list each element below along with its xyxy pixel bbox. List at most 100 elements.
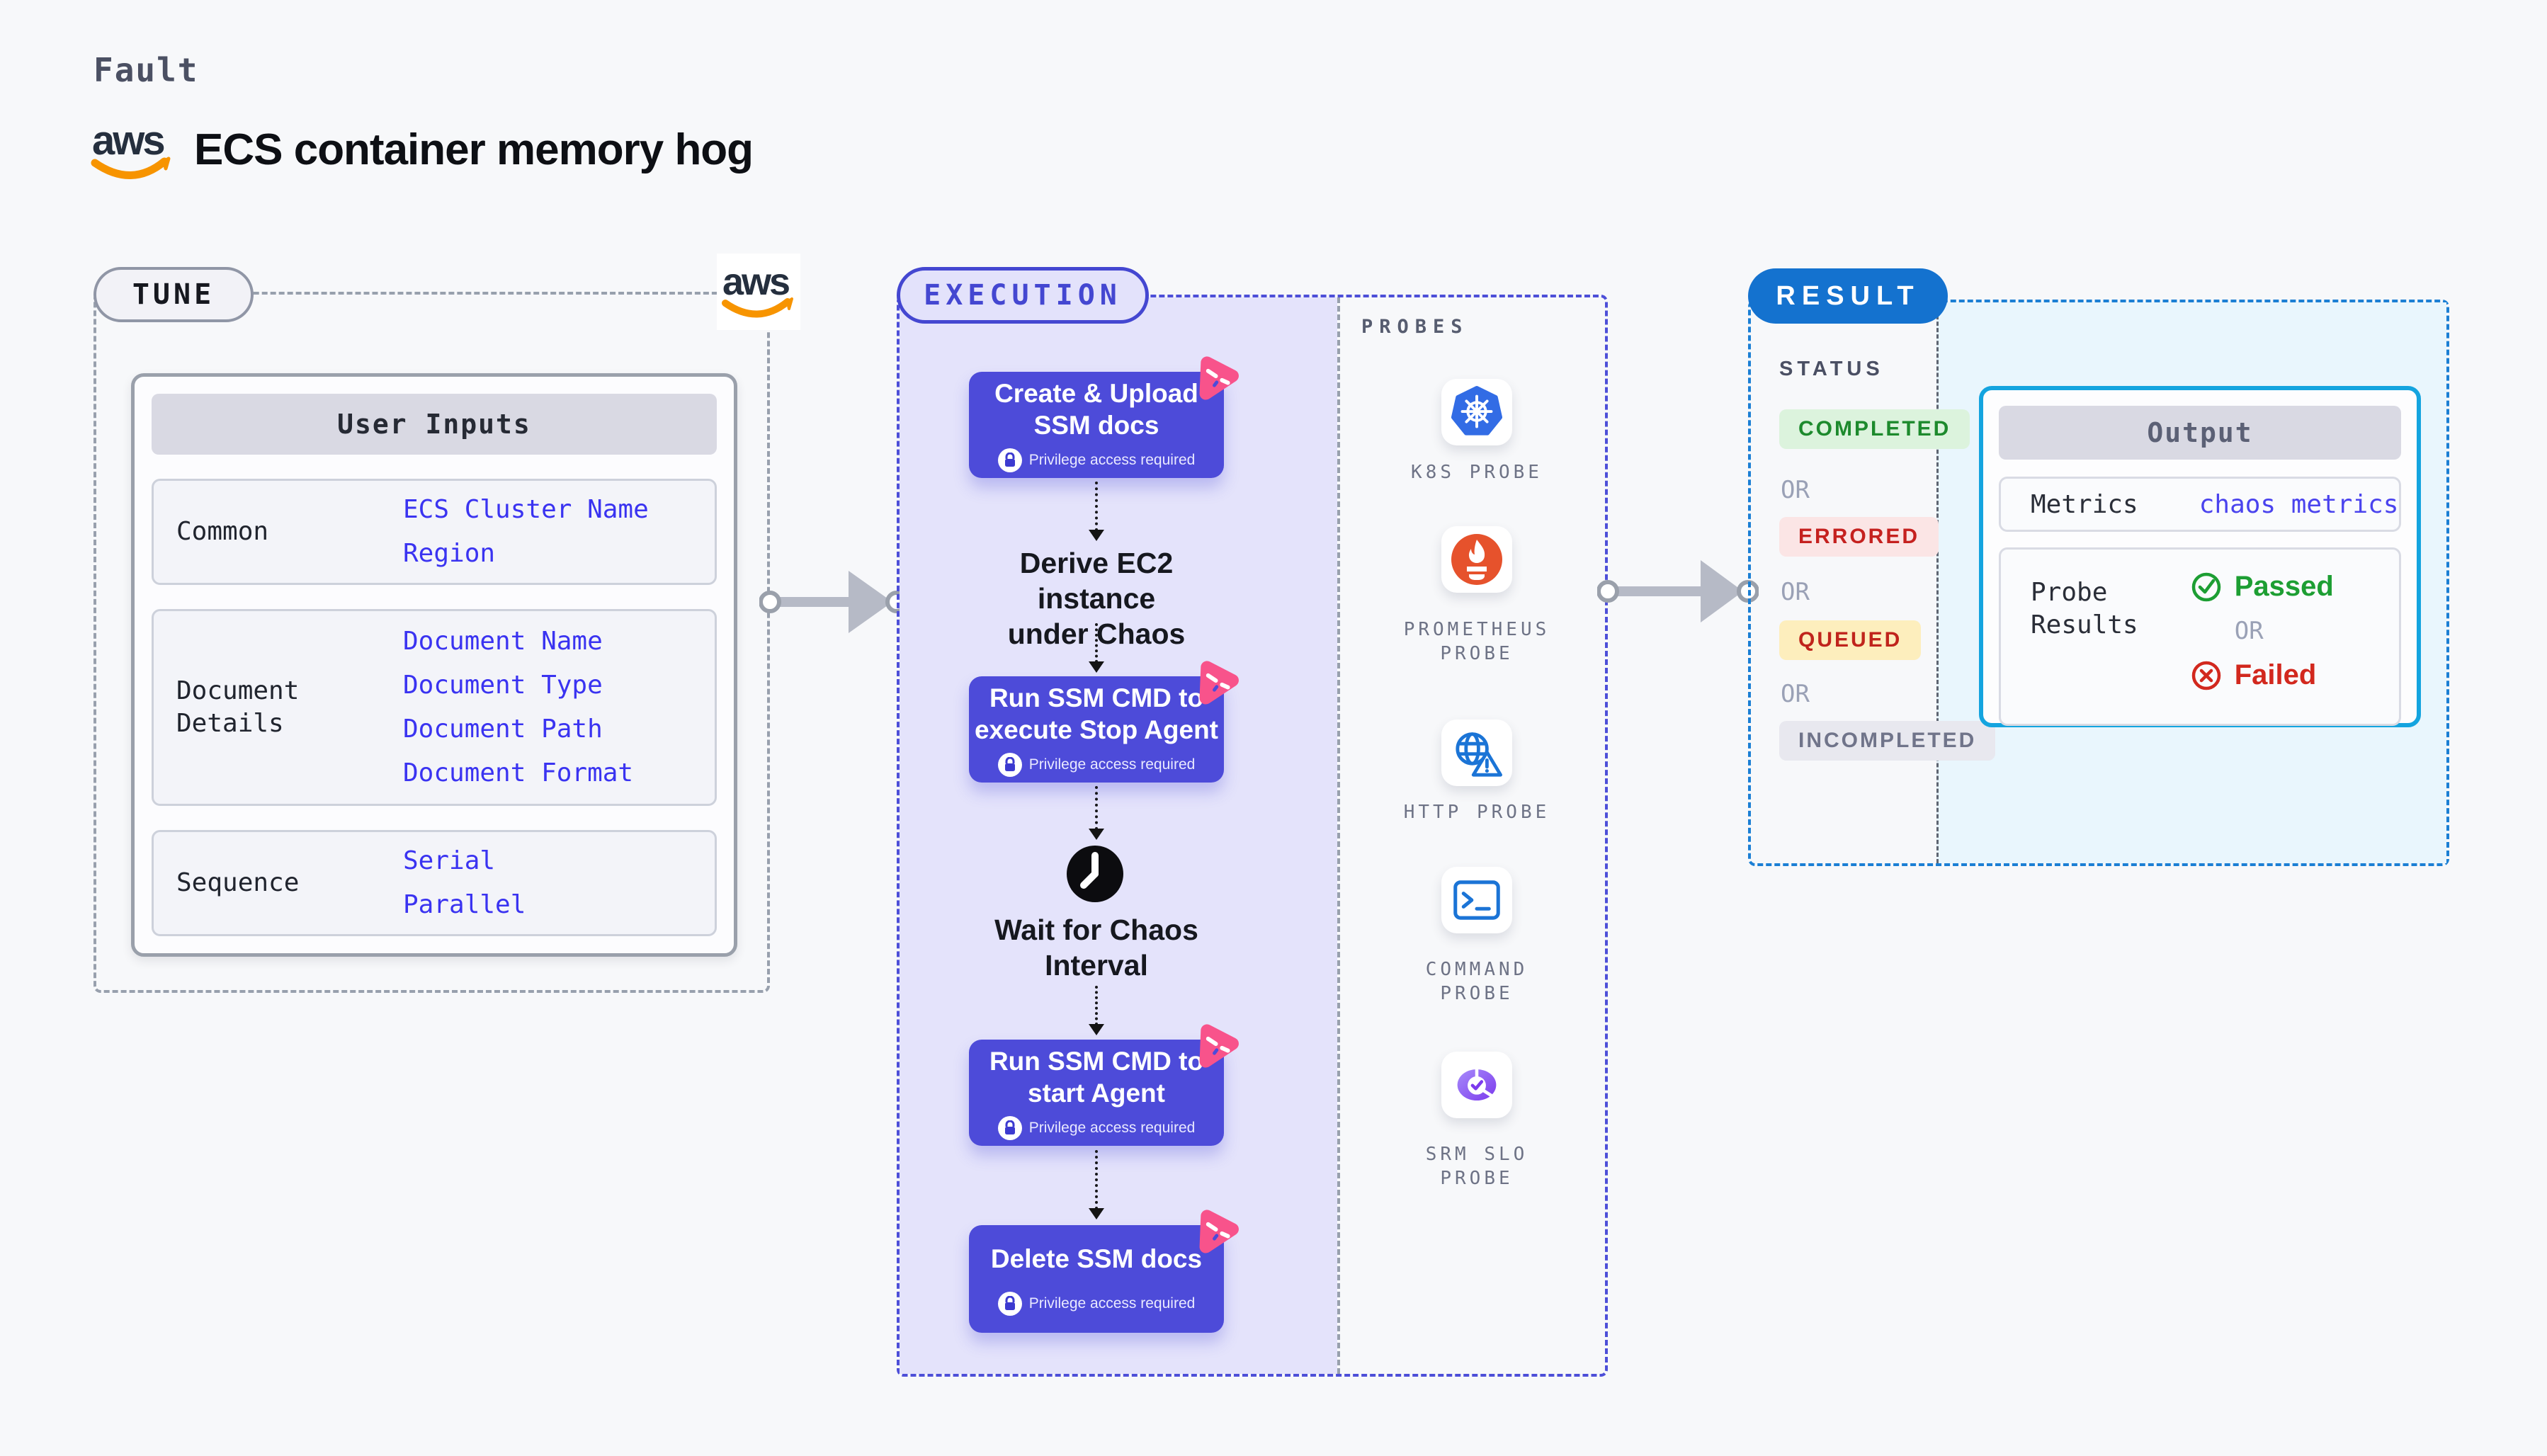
privilege-note-text: Privilege access required [1028, 1295, 1196, 1312]
step-title: Create & Upload SSM docs [994, 379, 1198, 440]
status-badge-completed: COMPLETED [1779, 409, 1970, 449]
privilege-note-text: Privilege access required [1028, 1120, 1196, 1136]
arrow-down-icon [1089, 829, 1104, 840]
or-label: OR [2234, 617, 2264, 645]
passed-result: Passed [2191, 571, 2334, 603]
step-title: Delete SSM docs [990, 1244, 1203, 1273]
step-title: Run SSM CMD to execute Stop Agent [974, 683, 1219, 744]
gauge-check-icon [1457, 1069, 1497, 1101]
or-label: OR [1781, 578, 1810, 606]
failed-result: Failed [2191, 659, 2334, 691]
input-link[interactable]: Parallel [403, 890, 526, 919]
metrics-value-link[interactable]: chaos metrics [2199, 489, 2399, 519]
input-link[interactable]: Document Name [403, 627, 603, 656]
flow-connector [1095, 623, 1098, 663]
step-run-ssm-cmd-stop-agent: Run SSM CMD to execute Stop Agent Privil… [969, 661, 1239, 783]
status-badge-queued: QUEUED [1779, 620, 1922, 660]
input-link[interactable]: Document Format [403, 758, 634, 787]
execution-badge: EXECUTION [897, 267, 1149, 324]
arrow-down-icon [1089, 530, 1104, 541]
srm-slo-probe-card [1441, 1052, 1512, 1118]
probes-divider [1337, 297, 1340, 1374]
litmus-chaos-icon [1199, 1210, 1239, 1253]
tune-badge: TUNE [93, 267, 254, 322]
or-label: OR [1781, 680, 1810, 708]
clock-icon [1067, 846, 1123, 902]
metrics-label: Metrics [2031, 489, 2138, 519]
step-create-upload-ssm-docs: Create & Upload SSM docs Privilege acces… [969, 356, 1239, 478]
status-badge-errored: ERRORED [1779, 517, 1939, 557]
arrow-down-icon [1089, 1208, 1104, 1219]
probe-label: K8S PROBE [1411, 462, 1543, 483]
x-circle-icon [2191, 661, 2220, 690]
probe-results-label: Probe Results [2031, 578, 2138, 639]
flow-connector [1095, 786, 1098, 830]
user-inputs-group-sequence: Sequence Serial Parallel [152, 830, 717, 936]
execution-to-result-arrow [1597, 560, 1759, 622]
tune-badge-label: TUNE [132, 278, 215, 311]
check-circle-icon [2191, 572, 2220, 601]
prometheus-icon [1451, 534, 1502, 585]
result-divider [1936, 302, 1939, 863]
lock-icon [997, 1116, 1022, 1140]
probe-label: COMMAND PROBE [1425, 959, 1528, 1004]
privilege-note: Privilege access required [997, 1291, 1196, 1316]
probes-title: PROBES [1361, 316, 1469, 338]
flow-connector [1095, 986, 1098, 1025]
aws-corner-logo: aws [722, 261, 793, 318]
group-label: Sequence [176, 868, 300, 897]
kubernetes-icon [1451, 385, 1503, 436]
output-card: Output Metrics chaos metrics Probe Resul… [1979, 386, 2421, 727]
flow-connector [1095, 482, 1098, 531]
probe-label: HTTP PROBE [1403, 802, 1550, 823]
globe-warning-icon [1456, 732, 1502, 777]
status-badge-incompleted: INCOMPLETED [1779, 721, 1996, 761]
privilege-note: Privilege access required [997, 753, 1196, 777]
terminal-icon [1453, 880, 1500, 920]
input-link[interactable]: Document Type [403, 671, 603, 700]
lock-icon [997, 1291, 1022, 1316]
step-title: Run SSM CMD to start Agent [989, 1047, 1204, 1108]
failed-label: Failed [2234, 659, 2317, 690]
status-title: STATUS [1779, 358, 1884, 380]
input-link[interactable]: Region [403, 539, 496, 568]
output-header: Output [1999, 406, 2401, 460]
user-inputs-group-document-details: Document Details Document Name Document … [152, 609, 717, 806]
page-title: ECS container memory hog [194, 125, 754, 174]
or-label: OR [1781, 476, 1810, 504]
wait-chaos-interval-label: Wait for Chaos Interval [994, 914, 1198, 982]
arrow-down-icon [1089, 661, 1104, 673]
svg-text:aws: aws [92, 118, 164, 164]
litmus-chaos-icon [1199, 661, 1239, 705]
privilege-note-text: Privilege access required [1028, 756, 1196, 773]
metrics-row: Metrics chaos metrics [1999, 477, 2401, 532]
tune-to-execution-arrow [759, 571, 908, 633]
result-badge: RESULT [1748, 268, 1948, 324]
probe-label: PROMETHEUS PROBE [1403, 619, 1550, 664]
lock-icon [997, 753, 1022, 777]
group-label: Document Details [176, 676, 300, 738]
input-link[interactable]: ECS Cluster Name [403, 495, 649, 524]
lock-icon [997, 448, 1022, 472]
flow-connector [1095, 1150, 1098, 1210]
prometheus-probe-card [1441, 526, 1512, 593]
fault-label: Fault [93, 51, 199, 89]
input-link[interactable]: Serial [403, 846, 496, 875]
aws-corner-logo-patch: aws [717, 254, 800, 330]
svg-text:aws: aws [722, 261, 789, 303]
tune-section-box [93, 292, 770, 993]
derive-ec2-label: Derive EC2 instance under Chaos [1007, 547, 1186, 650]
user-inputs-card: User Inputs Common ECS Cluster Name Regi… [131, 373, 737, 957]
execution-badge-label: EXECUTION [924, 279, 1122, 312]
privilege-note-text: Privilege access required [1028, 452, 1196, 468]
probe-label: SRM SLO PROBE [1425, 1144, 1528, 1189]
input-link[interactable]: Document Path [403, 715, 603, 744]
group-label: Common [176, 517, 269, 546]
passed-label: Passed [2234, 571, 2334, 602]
command-probe-card [1441, 867, 1512, 933]
step-run-ssm-cmd-start-agent: Run SSM CMD to start Agent Privilege acc… [969, 1024, 1239, 1146]
http-probe-card [1441, 720, 1512, 786]
result-badge-label: RESULT [1776, 280, 1920, 311]
step-delete-ssm-docs: Delete SSM docs Privilege access require… [969, 1210, 1239, 1333]
